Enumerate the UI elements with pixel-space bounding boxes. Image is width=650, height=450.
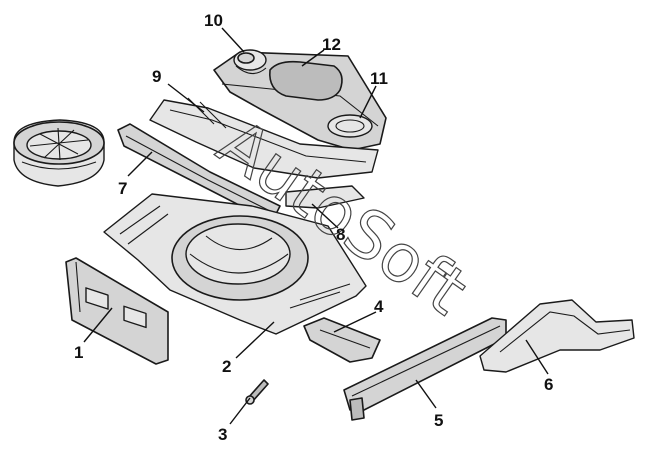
filler-cap (233, 49, 267, 75)
callout-12: 12 (322, 35, 341, 54)
callout-11: 11 (370, 69, 388, 88)
callout-6: 6 (544, 375, 553, 394)
side-rail (479, 299, 635, 373)
callout-4: 4 (374, 297, 384, 316)
trunk-lid-panel (213, 51, 387, 151)
screw (245, 379, 269, 405)
callout-5: 5 (434, 411, 443, 430)
spare-wheel-cover (13, 119, 105, 187)
leader-lines (83, 27, 549, 425)
callout-1: 1 (74, 343, 83, 362)
callout-10: 10 (204, 11, 223, 30)
lower-back-panel (65, 257, 169, 365)
callout-8: 8 (336, 225, 345, 244)
floor-side-member (285, 185, 365, 209)
floor-rail (343, 317, 507, 421)
callout-7: 7 (118, 179, 127, 198)
rear-panel (149, 97, 379, 179)
callout-2: 2 (222, 357, 231, 376)
trunk-floor-panel (103, 193, 367, 335)
callout-9: 9 (152, 67, 161, 86)
callout-numbers: 1 2 3 4 5 6 7 8 9 10 12 11 (74, 11, 553, 444)
floor-bracket (303, 317, 381, 363)
callout-3: 3 (218, 425, 227, 444)
